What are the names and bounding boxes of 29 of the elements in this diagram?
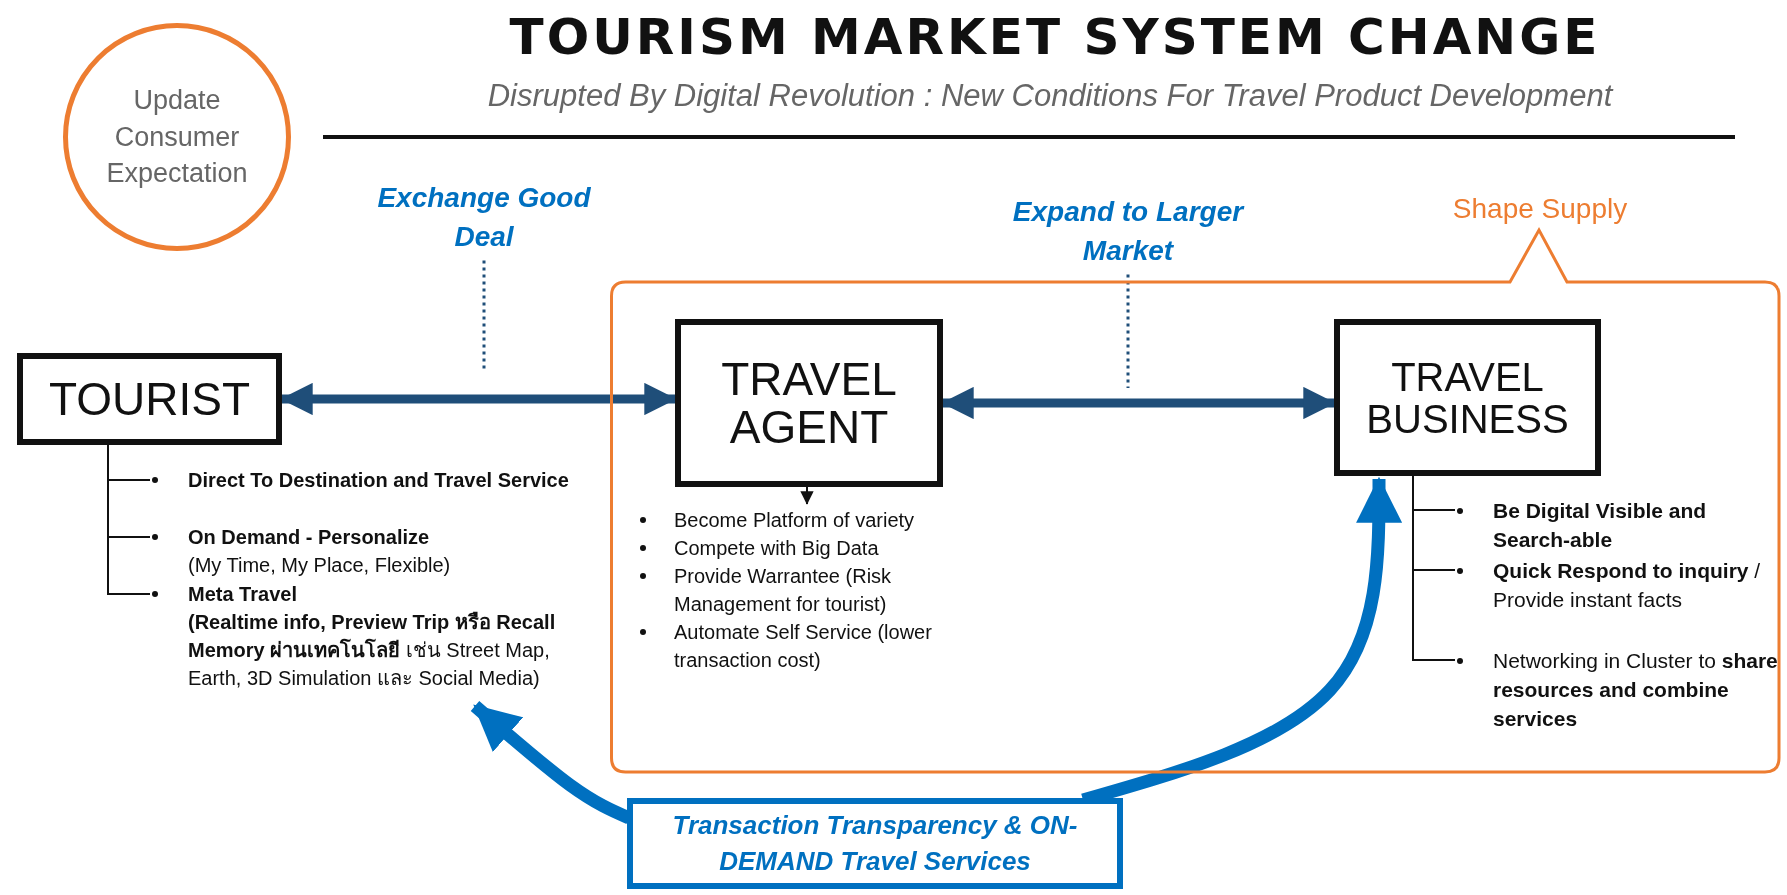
bullet-text: Quick Respond to inquiry / Provide instant facts xyxy=(1493,558,1762,613)
bullet-text: Become Platform of variety xyxy=(674,508,916,533)
bullet-text: On Demand - Personalize xyxy=(188,525,431,550)
bullet-text: Compete with Big Data xyxy=(674,536,880,561)
entity-box: TRAVEL AGENT xyxy=(675,319,943,487)
callout-box: Transaction Transparency & ON-DEMAND Travel Services xyxy=(627,798,1123,889)
bullet-text: Direct To Destination and Travel Service xyxy=(188,468,570,493)
bullet-text: Provide Warrantee (Risk Management for tourist) xyxy=(674,564,893,617)
entity-box: TRAVEL BUSINESS xyxy=(1334,319,1601,476)
dotted-leader-line xyxy=(482,260,486,370)
bullet-text: Be Digital Visible and Search-able xyxy=(1493,498,1708,553)
annotation-label: Exchange Good Deal xyxy=(374,178,594,257)
region-heading: Shape Supply xyxy=(1451,193,1629,225)
dotted-leader-line xyxy=(1126,274,1130,388)
bullet-text: (My Time, My Place, Flexible) xyxy=(188,553,452,578)
bullet-text: Meta Travel xyxy=(188,582,298,607)
thick-arrow xyxy=(280,382,677,416)
bullet-text: (Realtime info, Preview Trip หรือ Recall Memory ผ่านเทคโนโลยี เช่น Street Map, Earth, 3D Simulation และ Social Media) xyxy=(188,610,557,691)
thick-arrow xyxy=(941,386,1336,420)
entity-box: TOURIST xyxy=(17,353,282,445)
annotation-label: Expand to Larger Market xyxy=(998,192,1258,271)
connector-line xyxy=(1412,475,1456,661)
title: TOURISM MARKET SYSTEM CHANGE xyxy=(508,8,1602,66)
arrow xyxy=(800,486,814,505)
bullet-text: Automate Self Service (lower transaction cost) xyxy=(674,620,933,673)
bullet-text: Networking in Cluster to share resources and combine services xyxy=(1493,648,1779,732)
subtitle: Disrupted By Digital Revolution : New Conditions For Travel Product Development xyxy=(486,78,1615,114)
connector-line xyxy=(107,444,151,595)
circle-label: Update Consumer Expectation xyxy=(63,23,291,251)
